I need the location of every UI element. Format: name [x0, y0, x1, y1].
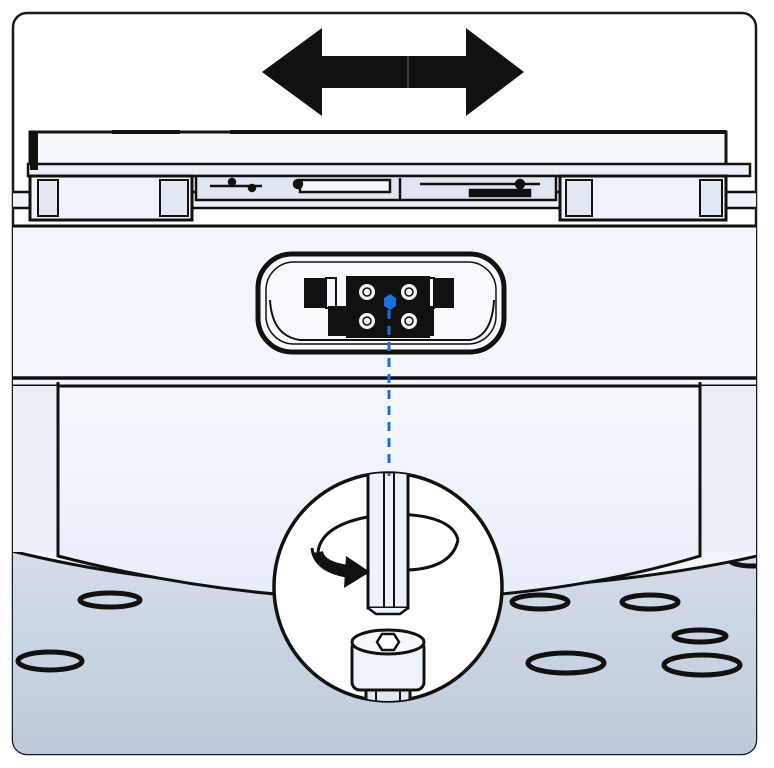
connector-window — [255, 251, 507, 355]
socket-head-screw-icon — [350, 628, 426, 701]
table-holes — [15, 551, 756, 678]
double-headed-arrow-icon — [262, 28, 524, 116]
rotation-arrow-icon — [310, 539, 460, 588]
connector-block — [304, 276, 454, 338]
plate-mechanism — [194, 174, 558, 202]
hex-key-icon — [366, 473, 410, 616]
sliding-plate — [13, 130, 756, 222]
detail-callout — [272, 471, 504, 703]
connector-pins — [357, 282, 419, 331]
